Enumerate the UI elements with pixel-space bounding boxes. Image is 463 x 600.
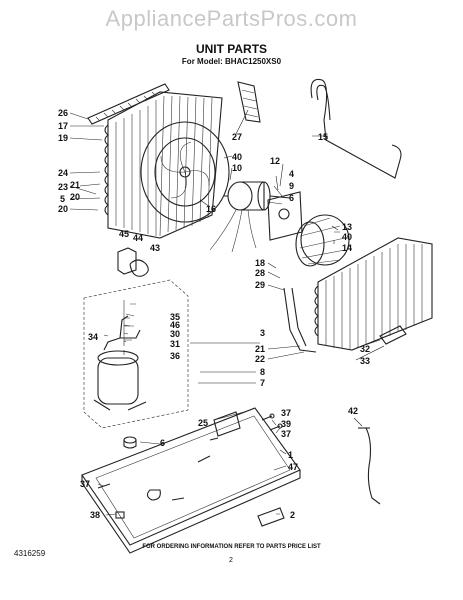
callout-24: 24 <box>58 168 68 178</box>
callout-16: 16 <box>206 204 216 214</box>
callout-7: 7 <box>260 378 265 388</box>
callout-9: 9 <box>289 181 294 191</box>
callout-13: 13 <box>342 222 352 232</box>
callout-3: 3 <box>260 328 265 338</box>
suction-tubing[interactable] <box>283 287 317 353</box>
callout-14: 14 <box>342 243 352 253</box>
discharge-tubing[interactable] <box>310 78 402 179</box>
compressor-grommet[interactable] <box>123 436 137 449</box>
control-bracket[interactable] <box>213 411 241 437</box>
callout-6: 6 <box>289 193 294 203</box>
callout-20b: 20 <box>58 204 68 214</box>
callout-40b: 40 <box>342 232 352 242</box>
blower-wheel[interactable] <box>295 214 350 267</box>
callout-36: 36 <box>170 351 180 361</box>
callout-1: 1 <box>288 450 293 460</box>
callout-39: 39 <box>281 419 291 429</box>
compressor-assembly-group[interactable] <box>83 279 189 429</box>
callout-21: 21 <box>70 180 80 190</box>
callout-35: 35 <box>170 312 180 322</box>
callout-5: 5 <box>60 194 65 204</box>
condenser-coil[interactable] <box>104 91 223 239</box>
leader-lines <box>69 109 385 516</box>
callout-33: 33 <box>360 356 370 366</box>
callout-19: 19 <box>58 133 68 143</box>
fan-shroud[interactable] <box>140 121 230 223</box>
callout-47: 47 <box>288 462 298 472</box>
callout-38: 38 <box>90 510 100 520</box>
callout-6b: 6 <box>160 438 165 448</box>
callout-26: 26 <box>58 108 68 118</box>
diagram-title: UNIT PARTS <box>195 42 268 56</box>
callout-32: 32 <box>360 344 370 354</box>
callout-37b: 37 <box>281 429 291 439</box>
callout-44: 44 <box>133 233 143 243</box>
top-seal-strip[interactable] <box>87 83 170 125</box>
callout-31: 31 <box>170 339 180 349</box>
callout-labels: 26 17 19 24 21 23 20 5 20 27 40 10 16 12… <box>58 108 370 520</box>
callout-25: 25 <box>198 418 208 428</box>
callout-8: 8 <box>260 367 265 377</box>
mounting-screws[interactable] <box>97 413 283 489</box>
ordering-note: FOR ORDERING INFORMATION REFER TO PARTS … <box>142 544 321 550</box>
callout-20: 20 <box>70 192 80 202</box>
callout-17: 17 <box>58 121 68 131</box>
callout-28: 28 <box>255 268 265 278</box>
watermark: AppliancePartsPros.com <box>105 6 358 31</box>
callout-12: 12 <box>270 156 280 166</box>
callout-2: 2 <box>290 510 295 520</box>
callout-46: 46 <box>170 320 180 330</box>
fan-motor[interactable] <box>209 181 291 253</box>
callout-45: 45 <box>119 229 129 239</box>
callout-34: 34 <box>88 332 98 342</box>
callout-22: 22 <box>255 354 265 364</box>
callout-43: 43 <box>150 243 160 253</box>
document-number: 4316259 <box>14 549 46 558</box>
evaporator-coil[interactable] <box>314 237 433 351</box>
callout-10: 10 <box>232 163 242 173</box>
callout-4: 4 <box>289 169 294 179</box>
callout-37c: 37 <box>80 479 90 489</box>
callout-29: 29 <box>255 280 265 290</box>
callout-18: 18 <box>255 258 265 268</box>
callout-27: 27 <box>232 132 242 142</box>
callout-21b: 21 <box>255 344 265 354</box>
page-number: 2 <box>229 557 233 564</box>
drain-plug[interactable] <box>115 511 125 519</box>
drain-clip[interactable] <box>379 325 407 345</box>
callout-15: 15 <box>318 132 328 142</box>
model-subtitle: For Model: BHAC1250XS0 <box>181 57 282 66</box>
callout-37: 37 <box>281 408 291 418</box>
base-rail-bracket[interactable] <box>257 507 285 527</box>
callout-30: 30 <box>170 329 180 339</box>
motor-mount-bracket[interactable] <box>267 191 303 241</box>
power-cord[interactable] <box>358 427 381 505</box>
base-pan[interactable] <box>81 407 301 554</box>
capacitor-assembly[interactable] <box>117 247 149 277</box>
callout-42: 42 <box>348 406 358 416</box>
filler-strip[interactable] <box>237 81 261 123</box>
callout-40: 40 <box>232 152 242 162</box>
callout-23: 23 <box>58 182 68 192</box>
